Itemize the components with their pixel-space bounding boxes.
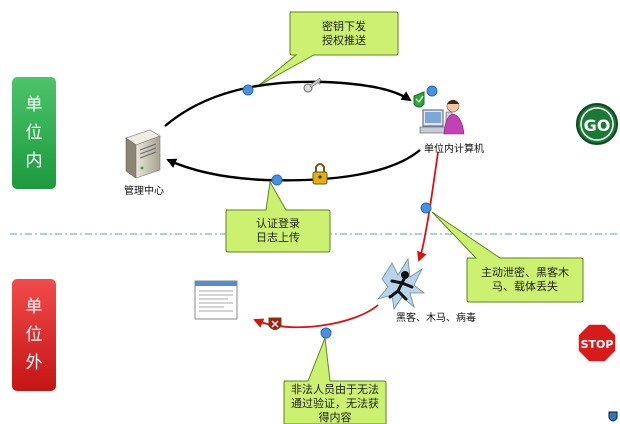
zone-outside-char-3: 外 bbox=[25, 353, 43, 373]
callout-key-push: 密钥下发 授权推送 bbox=[292, 14, 396, 54]
callout-illegal-line-3: 得内容 bbox=[318, 410, 352, 424]
document-icon bbox=[194, 280, 238, 320]
callout-auth-login: 认证登录 日志上传 bbox=[228, 211, 328, 251]
zone-inside-char-3: 内 bbox=[25, 151, 43, 171]
node-dot-illegal bbox=[320, 327, 332, 339]
node-dot-bottom bbox=[271, 174, 283, 186]
node-dot-computer bbox=[426, 85, 438, 97]
hacker-icon bbox=[376, 257, 426, 311]
computer-user-icon bbox=[413, 91, 465, 135]
zone-outside-char-1: 单 bbox=[25, 297, 43, 317]
arrow-illegal-access bbox=[253, 304, 379, 329]
callout-leak-shape bbox=[431, 211, 584, 303]
management-center-label: 管理中心 bbox=[124, 186, 164, 197]
blocked-shield-icon bbox=[268, 317, 282, 330]
callout-leak-line-2: 马、载体丢失 bbox=[492, 280, 558, 293]
stop-sign-text: STOP bbox=[581, 338, 614, 351]
zone-outside-char-2: 位 bbox=[25, 325, 43, 345]
go-sign-icon bbox=[576, 103, 618, 145]
callout-illegal-line-1: 非法人员由于无法 bbox=[291, 383, 379, 396]
callout-leak: 主动泄密、黑客木 马、载体丢失 bbox=[469, 260, 581, 300]
callout-key-push-line-2: 授权推送 bbox=[322, 34, 366, 47]
callout-illegal-line-2: 通过验证，无法获 bbox=[291, 396, 379, 410]
zone-outside-label: 单 位 外 bbox=[12, 279, 56, 391]
callout-auth-line-2: 日志上传 bbox=[256, 231, 300, 244]
callout-auth-shape bbox=[225, 180, 331, 253]
zone-inside-char-1: 单 bbox=[25, 95, 43, 115]
arrow-auth-login bbox=[166, 149, 421, 182]
threats-label: 黑客、木马、病毒 bbox=[396, 313, 476, 324]
callout-key-push-line-1: 密钥下发 bbox=[322, 20, 366, 33]
internal-computer-label: 单位内计算机 bbox=[424, 144, 484, 155]
arrow-leak bbox=[417, 151, 439, 262]
zone-inside-char-2: 位 bbox=[25, 123, 43, 143]
node-dot-top bbox=[242, 84, 254, 96]
shield-icon bbox=[608, 411, 618, 422]
callout-auth-line-1: 认证登录 bbox=[256, 217, 300, 230]
stop-sign-icon bbox=[577, 323, 617, 363]
zone-inside-label: 单 位 内 bbox=[12, 77, 56, 189]
callout-illegal: 非法人员由于无法 通过验证，无法获 得内容 bbox=[286, 383, 384, 424]
server-icon bbox=[125, 129, 161, 179]
callout-leak-line-1: 主动泄密、黑客木 bbox=[481, 266, 569, 279]
arrow-key-push bbox=[164, 80, 412, 127]
callout-illegal-shape bbox=[283, 337, 387, 424]
key-icon bbox=[303, 77, 322, 93]
go-sign-text: GO bbox=[584, 116, 611, 135]
node-dot-leak bbox=[420, 202, 432, 214]
padlock-icon bbox=[312, 163, 328, 185]
